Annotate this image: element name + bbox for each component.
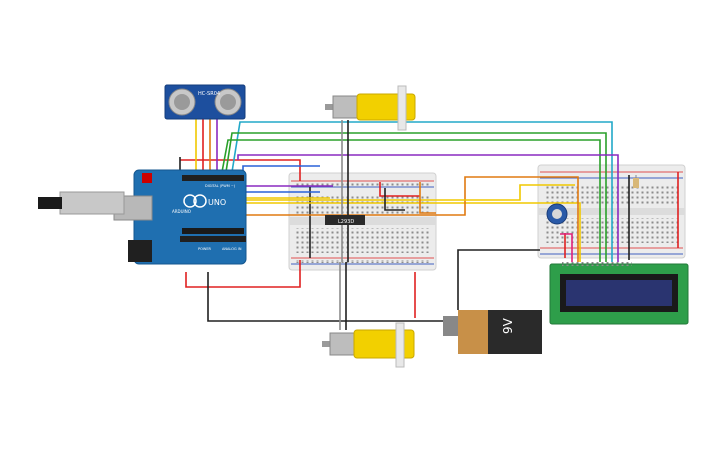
arduino-uno[interactable]: UNO DIGITAL (PWM ~) ARDUINO POWER ANALOG… [38,169,247,265]
wire-orange-lcd [182,176,579,262]
motor-driver-chip[interactable]: L293D [325,215,365,225]
wire-lcd-pink [560,233,573,262]
chip-label: L293D [338,219,354,225]
sensor-model: HC-SR04 [198,91,220,97]
battery-9v[interactable]: 9V [443,310,542,354]
wire-purple-lcd [237,154,619,262]
lcd-pins [562,262,632,266]
wire-cyan-lcd [231,121,613,262]
wire-green2-lcd [221,139,601,262]
arduino-power-label: POWER [198,247,212,251]
dc-motor-bottom[interactable] [322,322,415,368]
dc-motor-top[interactable] [325,85,416,131]
arduino-brand: UNO [208,198,226,207]
ultrasonic-sensor[interactable]: HC-SR04 [164,84,246,120]
wire-yellow2 [245,184,575,201]
potentiometer[interactable] [546,203,568,225]
wire-bb-red [379,182,420,197]
resistor[interactable] [633,175,639,188]
arduino-label: ARDUINO [172,209,191,214]
wire-red-5v [185,260,301,288]
wire-black-gnd [207,272,445,322]
wire-bb-black [384,188,405,211]
wire-black-battery [457,249,540,310]
wire-red-top [180,159,301,181]
battery-label: 9V [501,317,515,334]
arduino-digital-label: DIGITAL (PWM ~) [205,184,236,188]
arduino-analog-label: ANALOG IN [222,247,242,251]
wire-bb-orange [419,182,436,214]
wire-green-lcd [225,132,607,262]
lcd-display[interactable] [549,262,689,325]
